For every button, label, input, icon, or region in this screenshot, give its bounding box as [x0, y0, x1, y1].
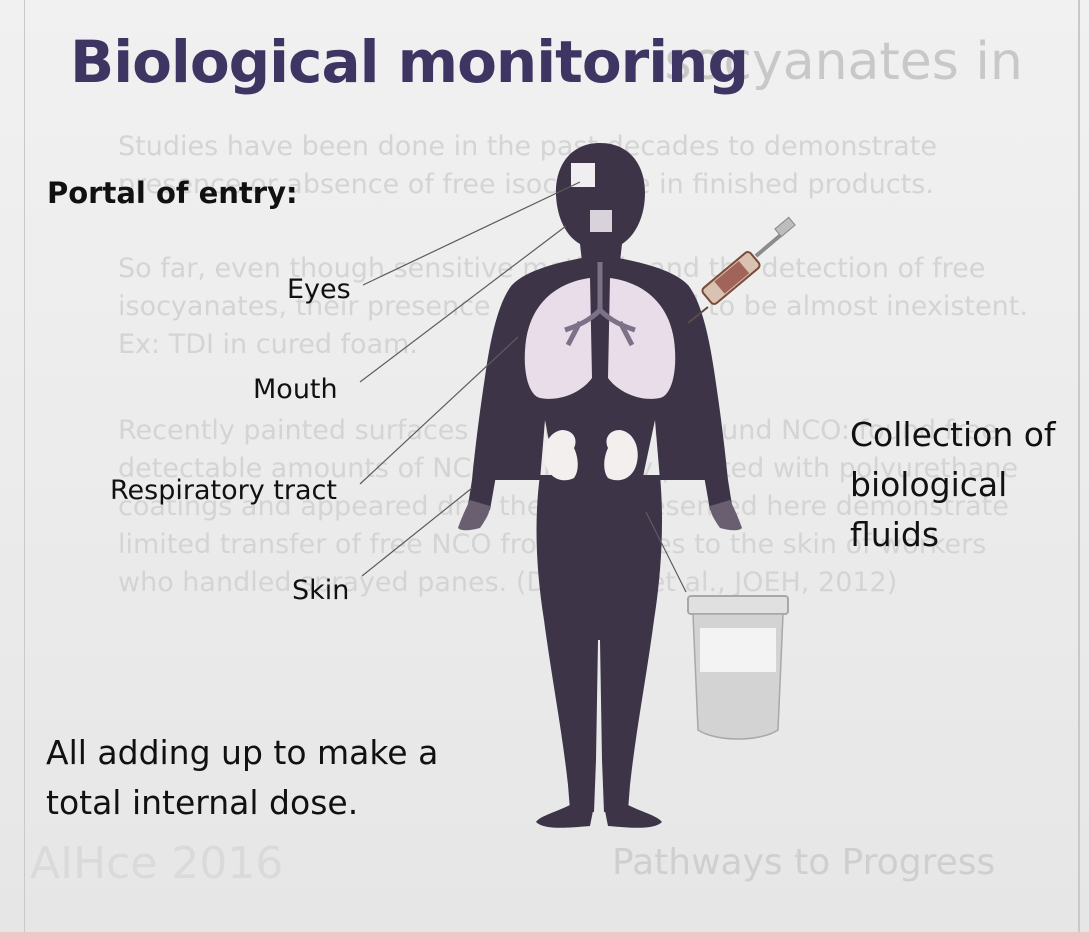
label-mouth: Mouth	[253, 374, 338, 405]
eye-patch	[571, 163, 595, 187]
left-foot	[536, 805, 594, 828]
page-title: Biological monitoring	[70, 28, 748, 96]
mouth-patch	[590, 210, 612, 232]
syringe-icon	[688, 217, 795, 323]
label-eyes: Eyes	[287, 274, 351, 305]
specimen-cup-icon	[688, 596, 788, 739]
label-respiratory-tract: Respiratory tract	[110, 475, 337, 506]
label-collection-of-biological-fluids: Collection of biological fluids	[850, 410, 1080, 560]
skin-pointer	[362, 488, 472, 576]
head	[556, 143, 645, 262]
total-internal-dose-caption: All adding up to make a total internal d…	[46, 728, 486, 828]
portal-of-entry-heading: Portal of entry:	[47, 176, 298, 210]
right-foot	[604, 805, 662, 828]
human-silhouette	[468, 143, 732, 828]
legs	[537, 475, 662, 812]
label-skin: Skin	[292, 575, 349, 606]
